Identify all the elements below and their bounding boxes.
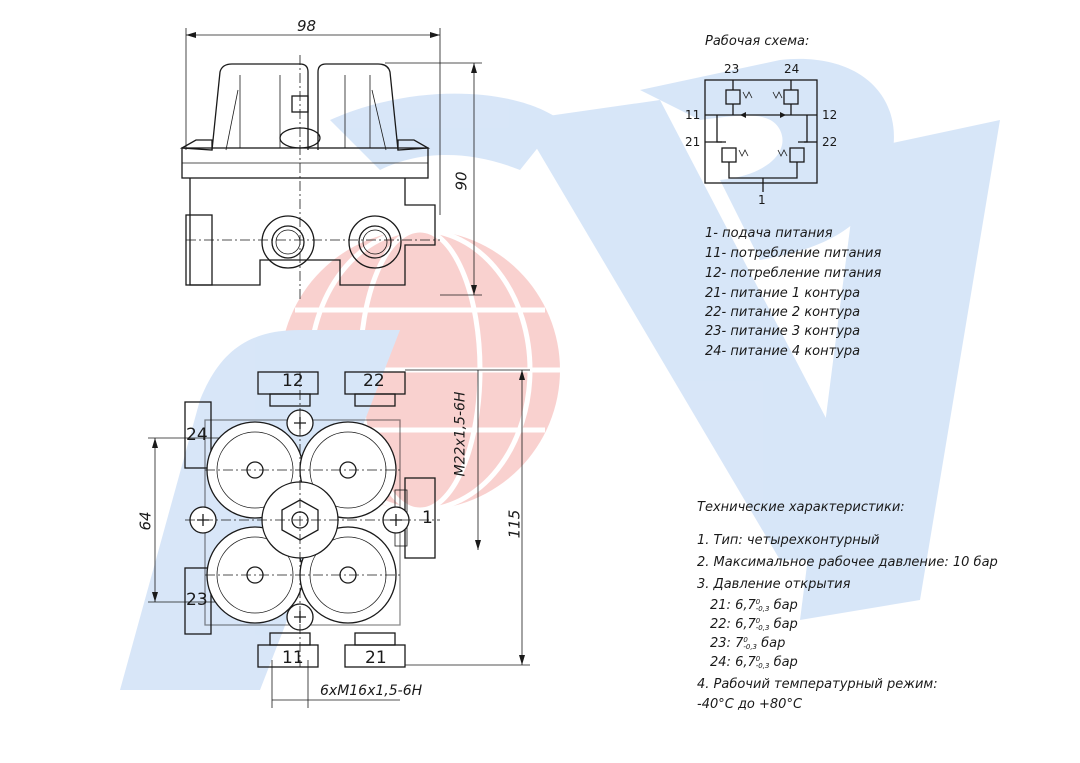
port-label-12: 12 xyxy=(282,371,304,391)
pressure-port: 23: xyxy=(710,636,731,651)
port-label-22: 22 xyxy=(363,371,385,391)
pressure-tol-top: 0 xyxy=(755,654,761,663)
pressure-port: 22: xyxy=(710,617,731,632)
pressure-value: 6,7 xyxy=(735,655,756,670)
dim-thread-ports: 6xM16x1,5-6H xyxy=(320,683,423,699)
scheme-label-11: 11 xyxy=(685,108,701,122)
legend-item: 1- подача питания xyxy=(705,226,833,241)
port-label-1: 1 xyxy=(422,508,433,528)
port-label-24: 24 xyxy=(186,425,208,445)
pressure-port: 24: xyxy=(710,655,731,670)
front-view-drawing xyxy=(148,369,530,708)
scheme-label-12: 12 xyxy=(822,108,838,122)
pressure-tol-bottom: -0,3 xyxy=(755,661,770,670)
port-label-21: 21 xyxy=(365,648,387,668)
dim-port-spacing: 64 xyxy=(136,511,155,531)
dim-height-top: 90 xyxy=(452,171,471,191)
pressure-unit: бар xyxy=(773,598,798,613)
scheme-label-23: 23 xyxy=(724,62,740,76)
pressure-unit: бар xyxy=(761,636,786,651)
pressure-tol-bottom: -0,3 xyxy=(755,604,770,613)
pressure-value: 7 xyxy=(735,636,744,651)
pressure-tol-bottom: -0,3 xyxy=(743,642,758,651)
pressure-unit: бар xyxy=(773,655,798,670)
spec-opening-pressure: 3. Давление открытия xyxy=(697,577,851,592)
port-label-23: 23 xyxy=(186,590,208,610)
pressure-tol-top: 0 xyxy=(743,635,748,644)
spec-type: 1. Тип: четырехконтурный xyxy=(697,533,880,548)
working-scheme xyxy=(704,79,818,192)
spec-temperature: 4. Рабочий температурный режим: xyxy=(697,677,938,692)
legend-item: 23- питание 3 контура xyxy=(705,324,861,339)
spec-max-pressure: 2. Максимальное рабочее давление: 10 бар xyxy=(697,555,998,570)
pressure-tol-top: 0 xyxy=(755,597,761,606)
legend-item: 21- питание 1 контура xyxy=(705,286,861,301)
port-label-11: 11 xyxy=(282,648,304,668)
pressure-port: 21: xyxy=(710,598,731,613)
legend-item: 22- питание 2 контура xyxy=(705,305,861,320)
legend-item: 12- потребление питания xyxy=(705,266,882,281)
specs-title: Технические характеристики: xyxy=(697,500,905,515)
scheme-title: Рабочая схема: xyxy=(705,34,810,49)
scheme-label-21: 21 xyxy=(685,135,701,149)
scheme-label-24: 24 xyxy=(784,62,800,76)
pressure-tol-top: 0 xyxy=(755,616,761,625)
pressure-unit: бар xyxy=(773,617,798,632)
scheme-label-22: 22 xyxy=(822,135,838,149)
dim-width-top: 98 xyxy=(297,17,317,35)
pressure-value: 6,7 xyxy=(735,617,756,632)
scheme-label-1: 1 xyxy=(758,193,766,207)
pressure-tol-bottom: -0,3 xyxy=(755,623,770,632)
dim-thread-main: M22x1,5-6H xyxy=(452,391,469,477)
legend-item: 24- питание 4 контура xyxy=(705,344,861,359)
top-view-drawing xyxy=(179,28,482,300)
pressure-value: 6,7 xyxy=(735,598,756,613)
dim-height-front: 115 xyxy=(505,509,524,539)
legend-item: 11- потребление питания xyxy=(705,246,882,261)
spec-temperature-range: -40°C до +80°C xyxy=(697,697,803,712)
